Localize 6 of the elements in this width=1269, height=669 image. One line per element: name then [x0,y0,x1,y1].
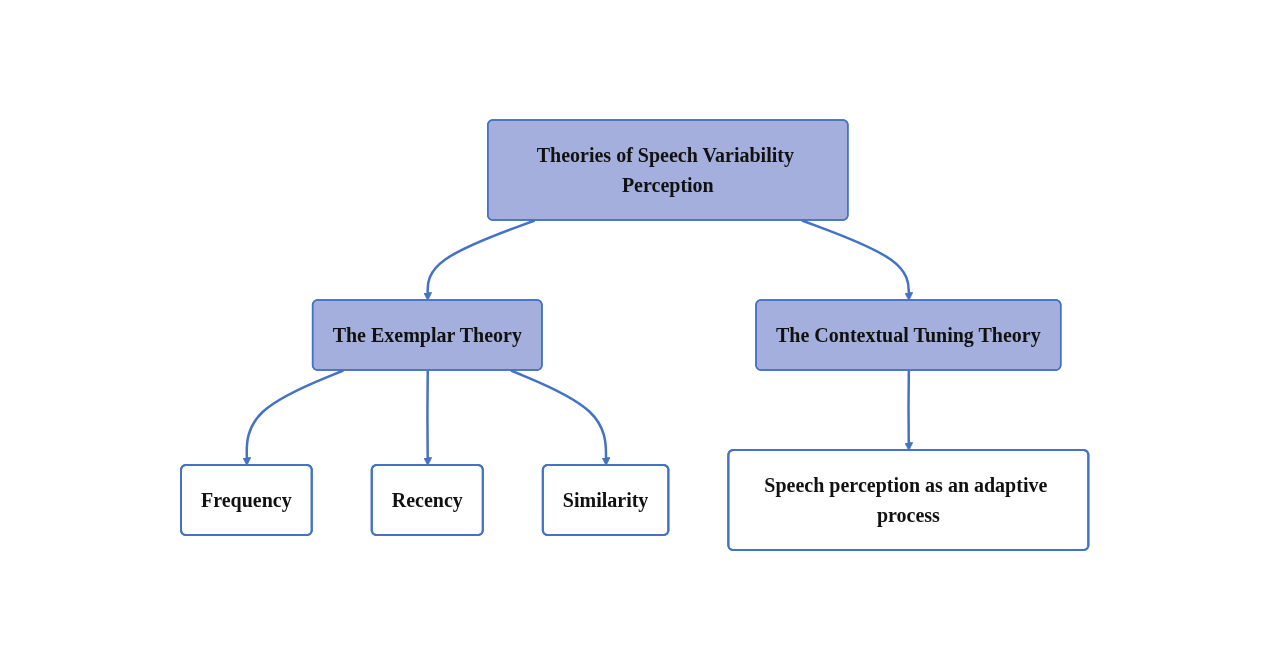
arrow [423,370,432,466]
arrow [904,370,913,451]
arrow [242,368,344,466]
arrow [801,218,913,301]
arrow [423,218,535,301]
arrow [510,368,611,466]
